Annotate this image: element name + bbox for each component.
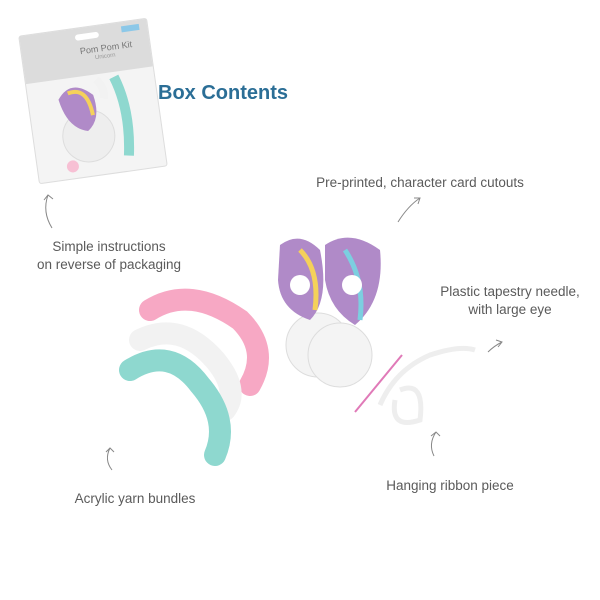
ribbon-caption: Hanging ribbon piece [386,478,514,493]
yarn-bundles [119,288,269,466]
ribbon [377,345,476,425]
needle-caption: Plastic tapestry needle, with large eye [420,283,600,319]
needle [354,354,403,413]
caption-line: on reverse of packaging [36,257,182,272]
cards-caption: Pre-printed, character card cutouts [316,175,524,190]
caption-line: Plastic tapestry needle, [440,284,580,299]
yarn-caption: Acrylic yarn bundles [74,491,196,506]
character-cards [278,237,381,388]
packaged-kit-image: Pom Pom Kit Unicorn [18,17,168,185]
package-contents-illustration [58,74,135,173]
caption-line: Simple instructions [52,239,166,254]
arrow-icon [43,194,503,471]
caption-line: with large eye [468,302,552,317]
page-title: Box Contents [158,82,288,104]
instructions-caption: Simple instructions on reverse of packag… [24,238,194,274]
